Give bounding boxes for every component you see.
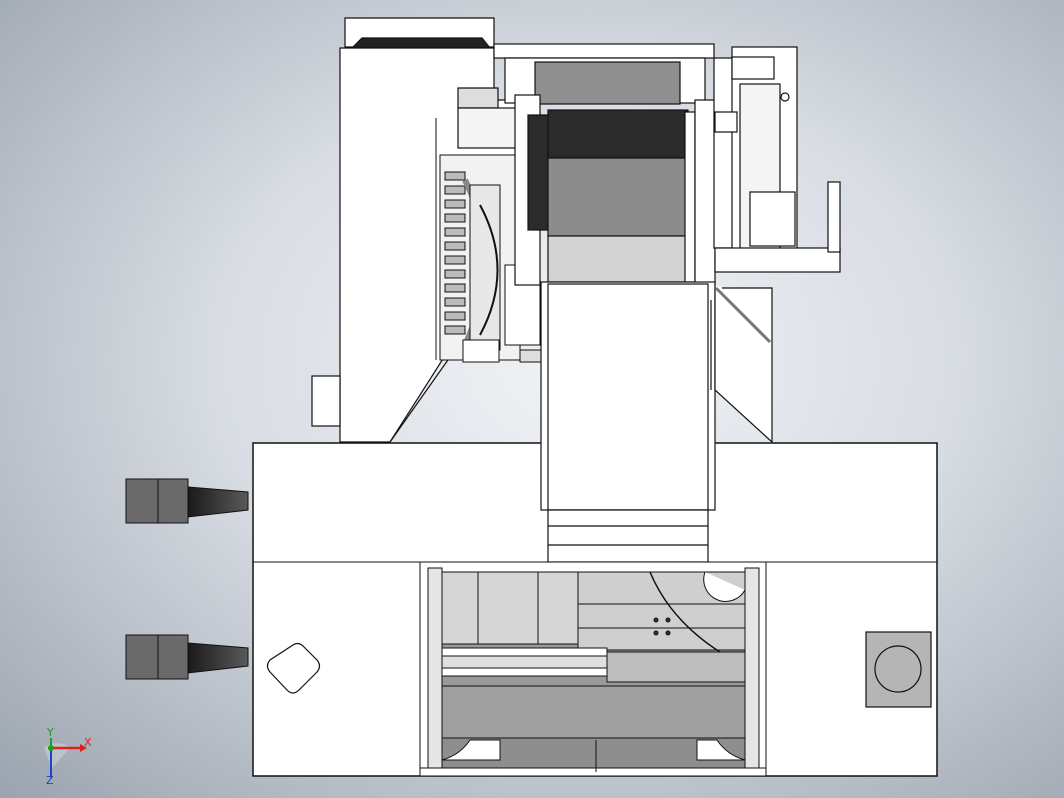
inspection-port xyxy=(865,631,932,708)
table-slideway xyxy=(419,561,767,777)
right-assembly xyxy=(714,46,841,444)
spindle-head xyxy=(493,43,740,286)
coordinate-triad: X Y Z xyxy=(44,726,92,787)
coolant-nozzle-lower xyxy=(125,634,249,680)
vertical-ram xyxy=(540,281,716,563)
z-axis-label: Z xyxy=(46,774,54,787)
y-axis-label: Y xyxy=(46,726,54,739)
tool-magazine xyxy=(439,154,543,363)
coolant-nozzle-upper xyxy=(125,478,249,524)
access-cover xyxy=(266,642,321,694)
x-axis-label: X xyxy=(84,736,92,749)
